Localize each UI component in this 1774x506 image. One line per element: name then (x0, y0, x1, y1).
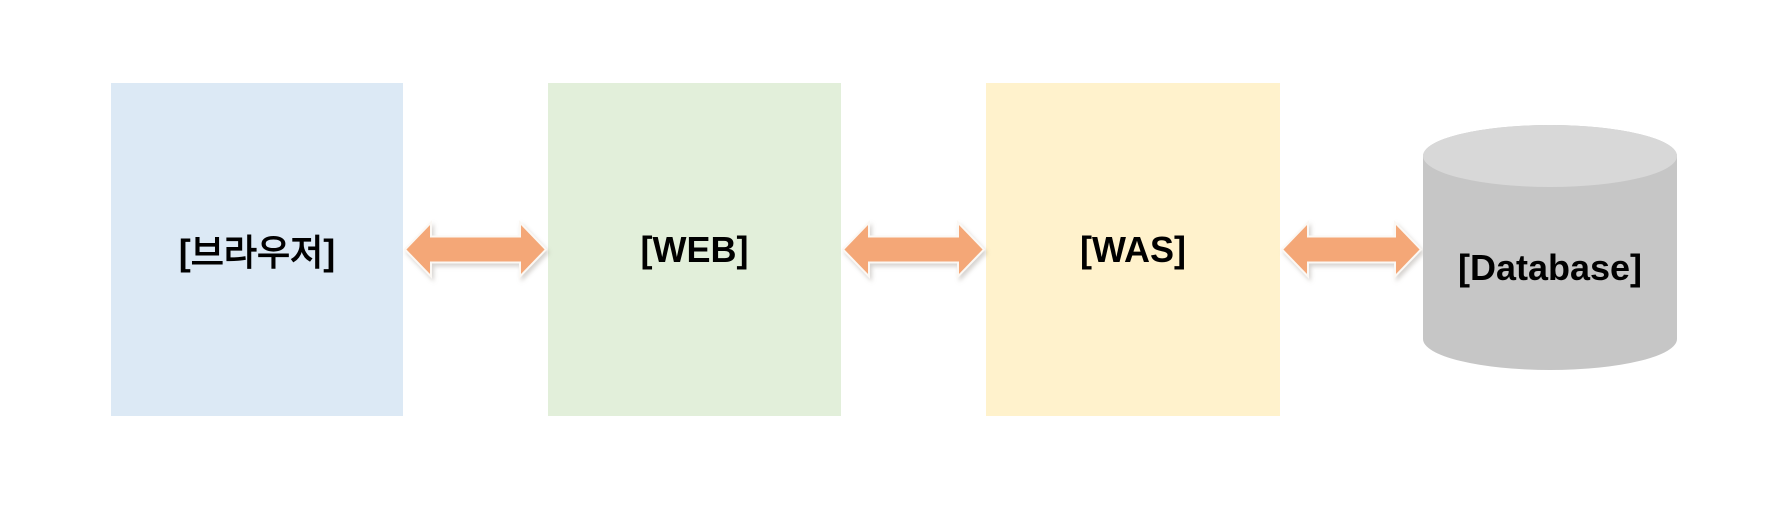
node-browser-label: [브라우저] (178, 231, 336, 273)
database-cylinder-top (1423, 125, 1677, 187)
node-was: [WAS] (986, 83, 1280, 416)
node-web-label: [WEB] (640, 228, 749, 270)
node-was-label: [WAS] (1080, 228, 1186, 270)
node-database-label: [Database] (1457, 247, 1643, 288)
double-arrow-browser-web-icon (403, 220, 548, 279)
double-arrow-web-was-icon (841, 220, 986, 279)
node-browser: [브라우저] (111, 83, 403, 416)
double-arrow-was-database-icon (1280, 220, 1423, 279)
node-web: [WEB] (548, 83, 841, 416)
